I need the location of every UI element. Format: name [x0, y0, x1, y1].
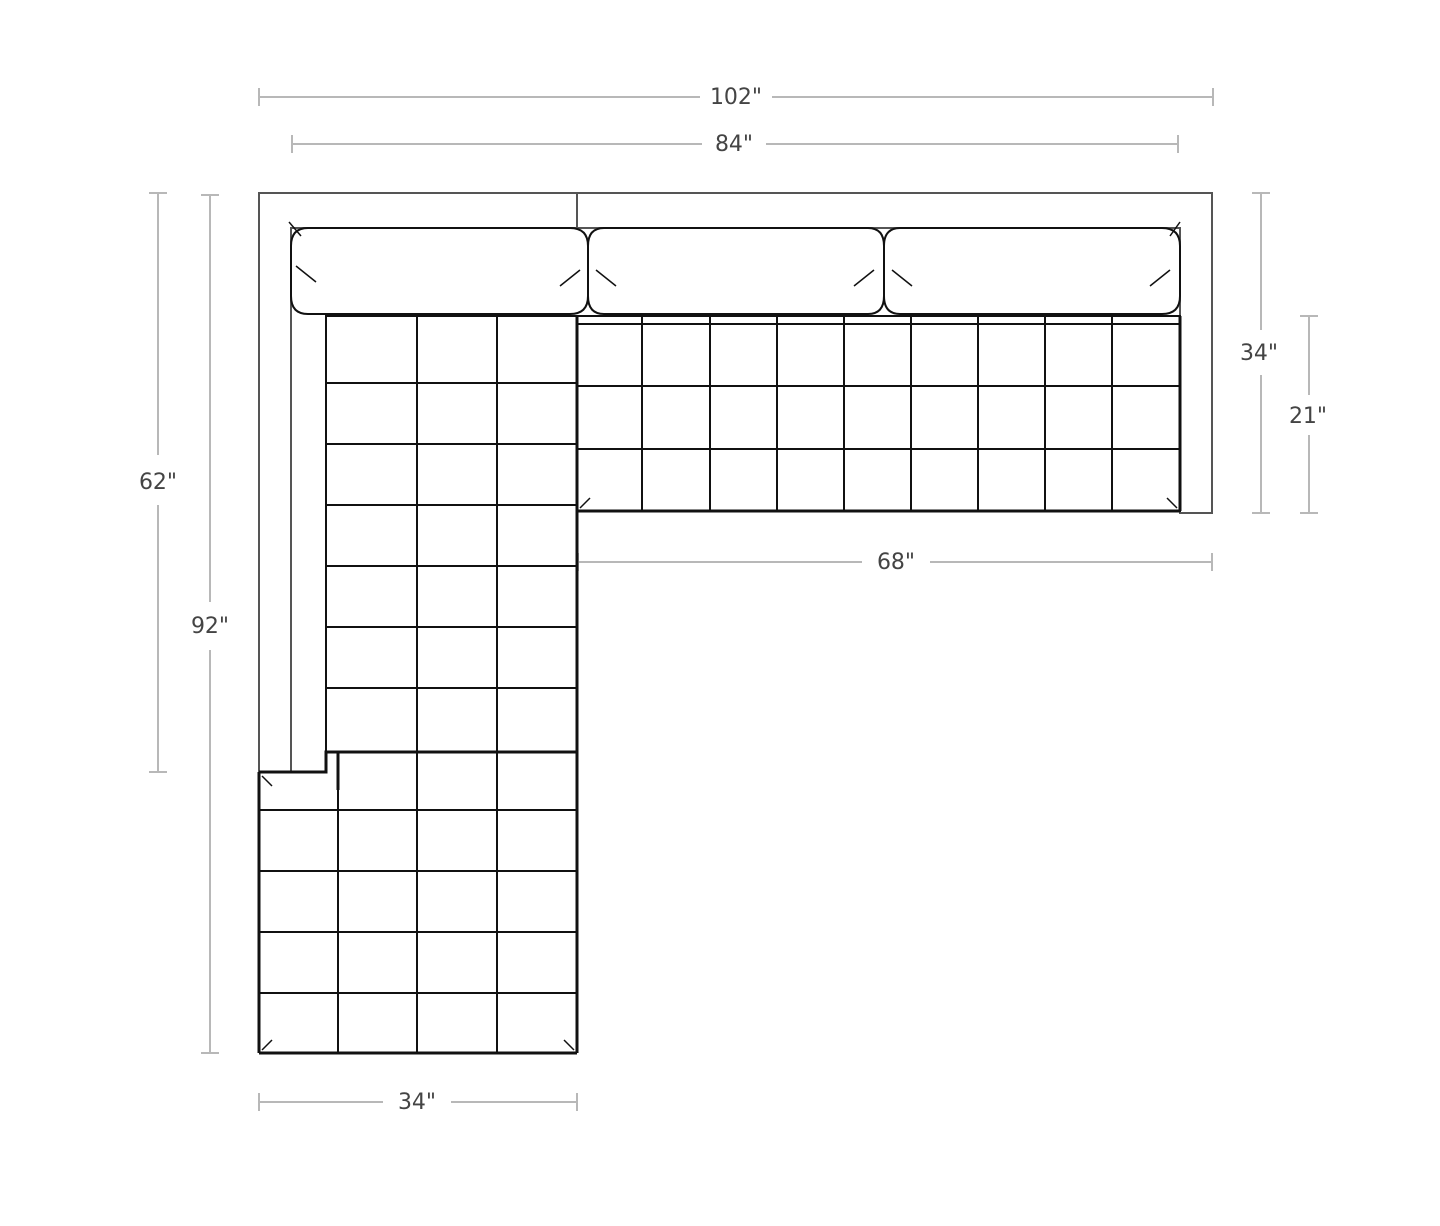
- dimension-back-depth: 34": [1240, 192, 1278, 514]
- dimension-overall-width-label: 102": [710, 85, 762, 110]
- dimension-overall-depth-label: 92": [191, 614, 229, 639]
- dimension-arm-length-label: 62": [139, 470, 177, 495]
- back-cushions: [288, 221, 1181, 315]
- dimension-sofa-seat-width-label: 68": [877, 550, 915, 575]
- dimension-sofa-seat-width: 68": [577, 550, 1213, 575]
- dimension-back-depth-label: 34": [1240, 341, 1278, 366]
- back-cushion-left: [290, 227, 589, 315]
- dimension-seat-depth: 21": [1289, 315, 1327, 514]
- back-cushion-right: [883, 227, 1181, 315]
- dimension-arm-length: 62": [139, 192, 177, 773]
- dimension-seat-depth-label: 21": [1289, 404, 1327, 429]
- chaise-seat-grid: [257, 750, 577, 1055]
- dimension-seat-width-label: 84": [715, 132, 753, 157]
- back-cushion-middle: [587, 227, 885, 315]
- dimension-overall-width: 102": [258, 85, 1214, 110]
- sofa-seat-grid: [576, 315, 1182, 513]
- dimension-chaise-width: 34": [258, 1090, 578, 1115]
- dimension-seat-width: 84": [291, 132, 1179, 157]
- dimension-overall-depth: 92": [191, 194, 229, 1054]
- dimension-chaise-width-label: 34": [398, 1090, 436, 1115]
- left-seat-grid: [325, 315, 579, 1053]
